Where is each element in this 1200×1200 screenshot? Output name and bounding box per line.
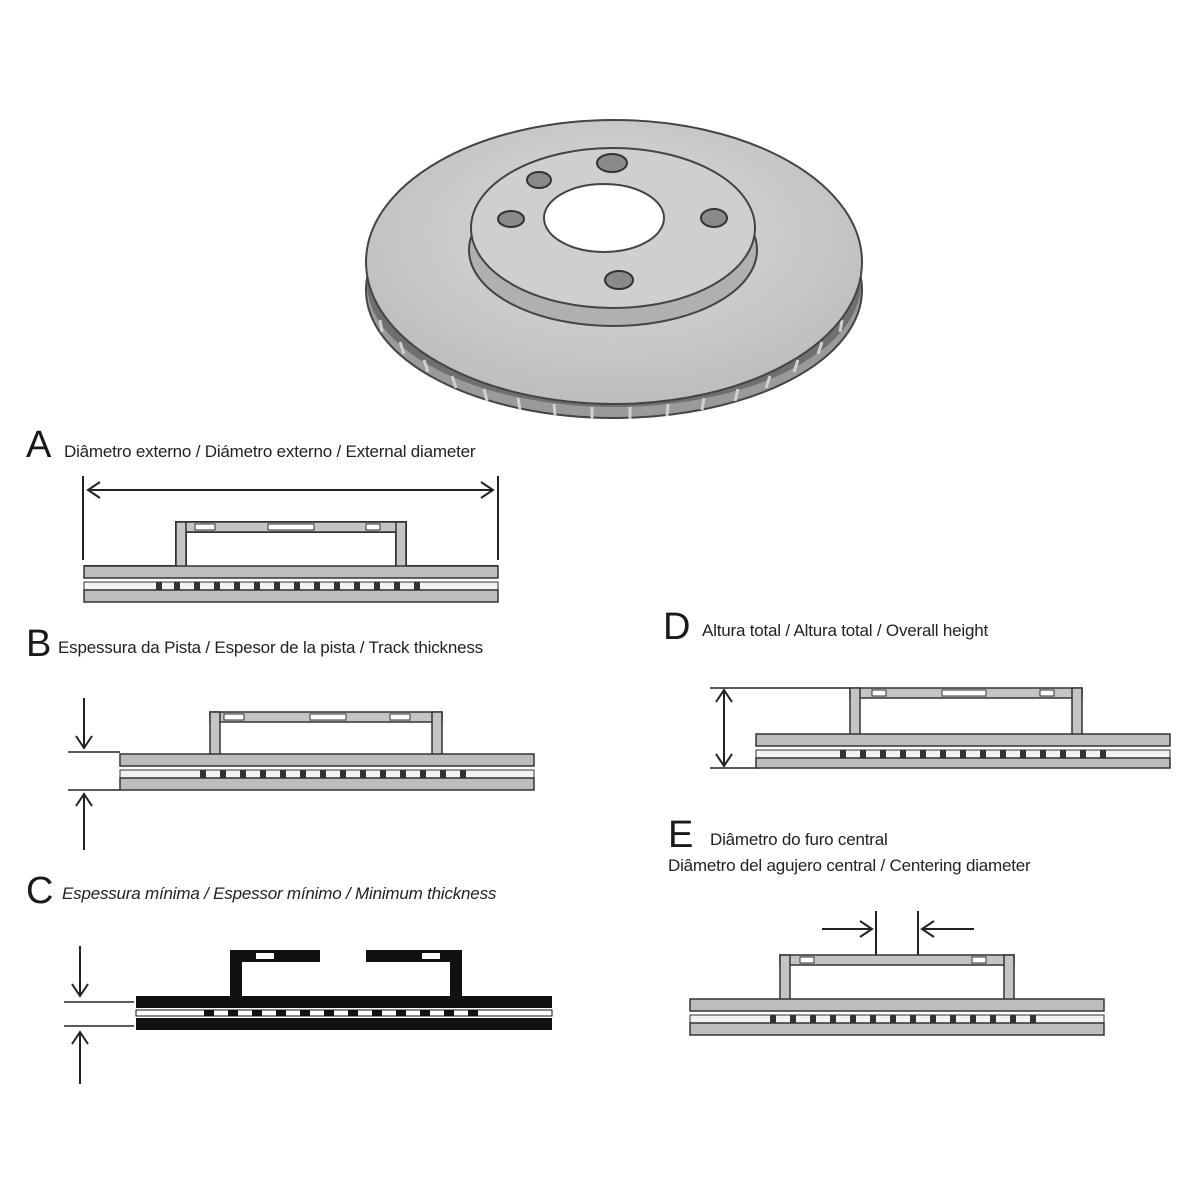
profile-external-diameter: [82, 476, 499, 603]
section-d-caption: Altura total / Altura total / Overall he…: [702, 621, 989, 640]
profile-centering-diameter: [689, 911, 1105, 1036]
section-e-caption-line2: Diâmetro del agujero central / Centering…: [668, 856, 1031, 875]
center-bore: [543, 183, 665, 253]
profile-overall-height: [710, 687, 1171, 769]
bolt-hole: [596, 153, 628, 173]
bolt-hole: [497, 210, 525, 228]
disc-vents: [378, 319, 844, 419]
bolt-holes: [497, 153, 728, 290]
profile-minimum-thickness: [64, 946, 553, 1084]
bolt-hole: [604, 270, 634, 290]
section-c-letter: C: [26, 870, 54, 912]
bolt-hole: [526, 171, 552, 189]
section-c-caption: Espessura mínima / Espessor mínimo / Min…: [62, 884, 497, 903]
section-b-letter: B: [26, 623, 52, 665]
section-b-caption: Espessura da Pista / Espesor de la pista…: [58, 638, 483, 657]
bolt-hole: [700, 208, 728, 228]
section-a-caption: Diâmetro externo / Diámetro externo / Ex…: [64, 442, 476, 461]
profile-track-thickness: [68, 698, 535, 850]
section-e-letter: E: [668, 814, 694, 856]
section-e-caption-line1: Diâmetro do furo central: [710, 830, 888, 849]
section-d-letter: D: [663, 606, 691, 648]
section-a-letter: A: [26, 424, 52, 466]
